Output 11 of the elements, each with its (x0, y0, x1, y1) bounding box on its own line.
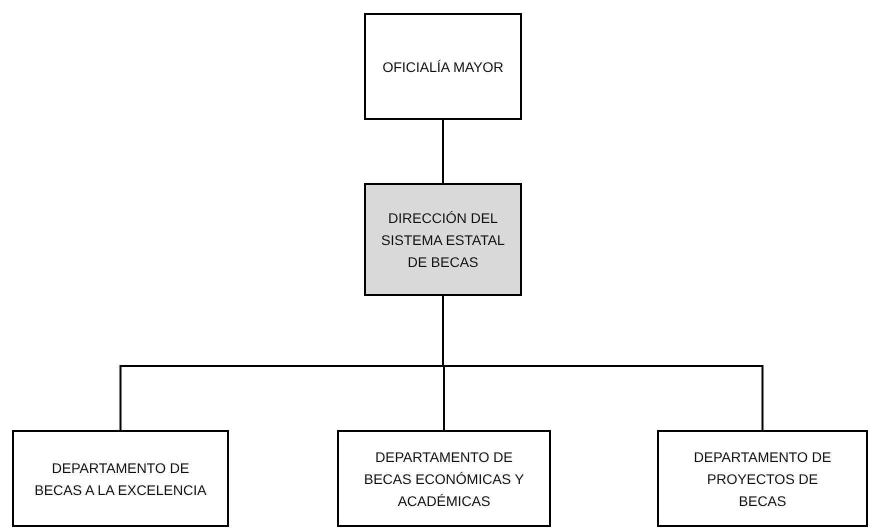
org-box (657, 430, 868, 527)
box-label: DEPARTAMENTO DE PROYECTOS DE BECAS (692, 448, 832, 510)
box-label: DEPARTAMENTO DE BECAS ECONÓMICAS Y ACADÉMICAS (362, 448, 525, 510)
box-label: OFICIALÍA MAYOR (381, 58, 505, 76)
box-label: DEPARTAMENTO DE BECAS A LA EXCELENCIA (34, 458, 208, 500)
org-box (337, 430, 551, 527)
org-box (364, 13, 522, 120)
org-box (12, 430, 229, 527)
connector-line (442, 120, 444, 183)
org-box (364, 183, 522, 296)
box-label: DIRECCIÓN DEL SISTEMA ESTATAL DE BECAS (380, 208, 506, 272)
